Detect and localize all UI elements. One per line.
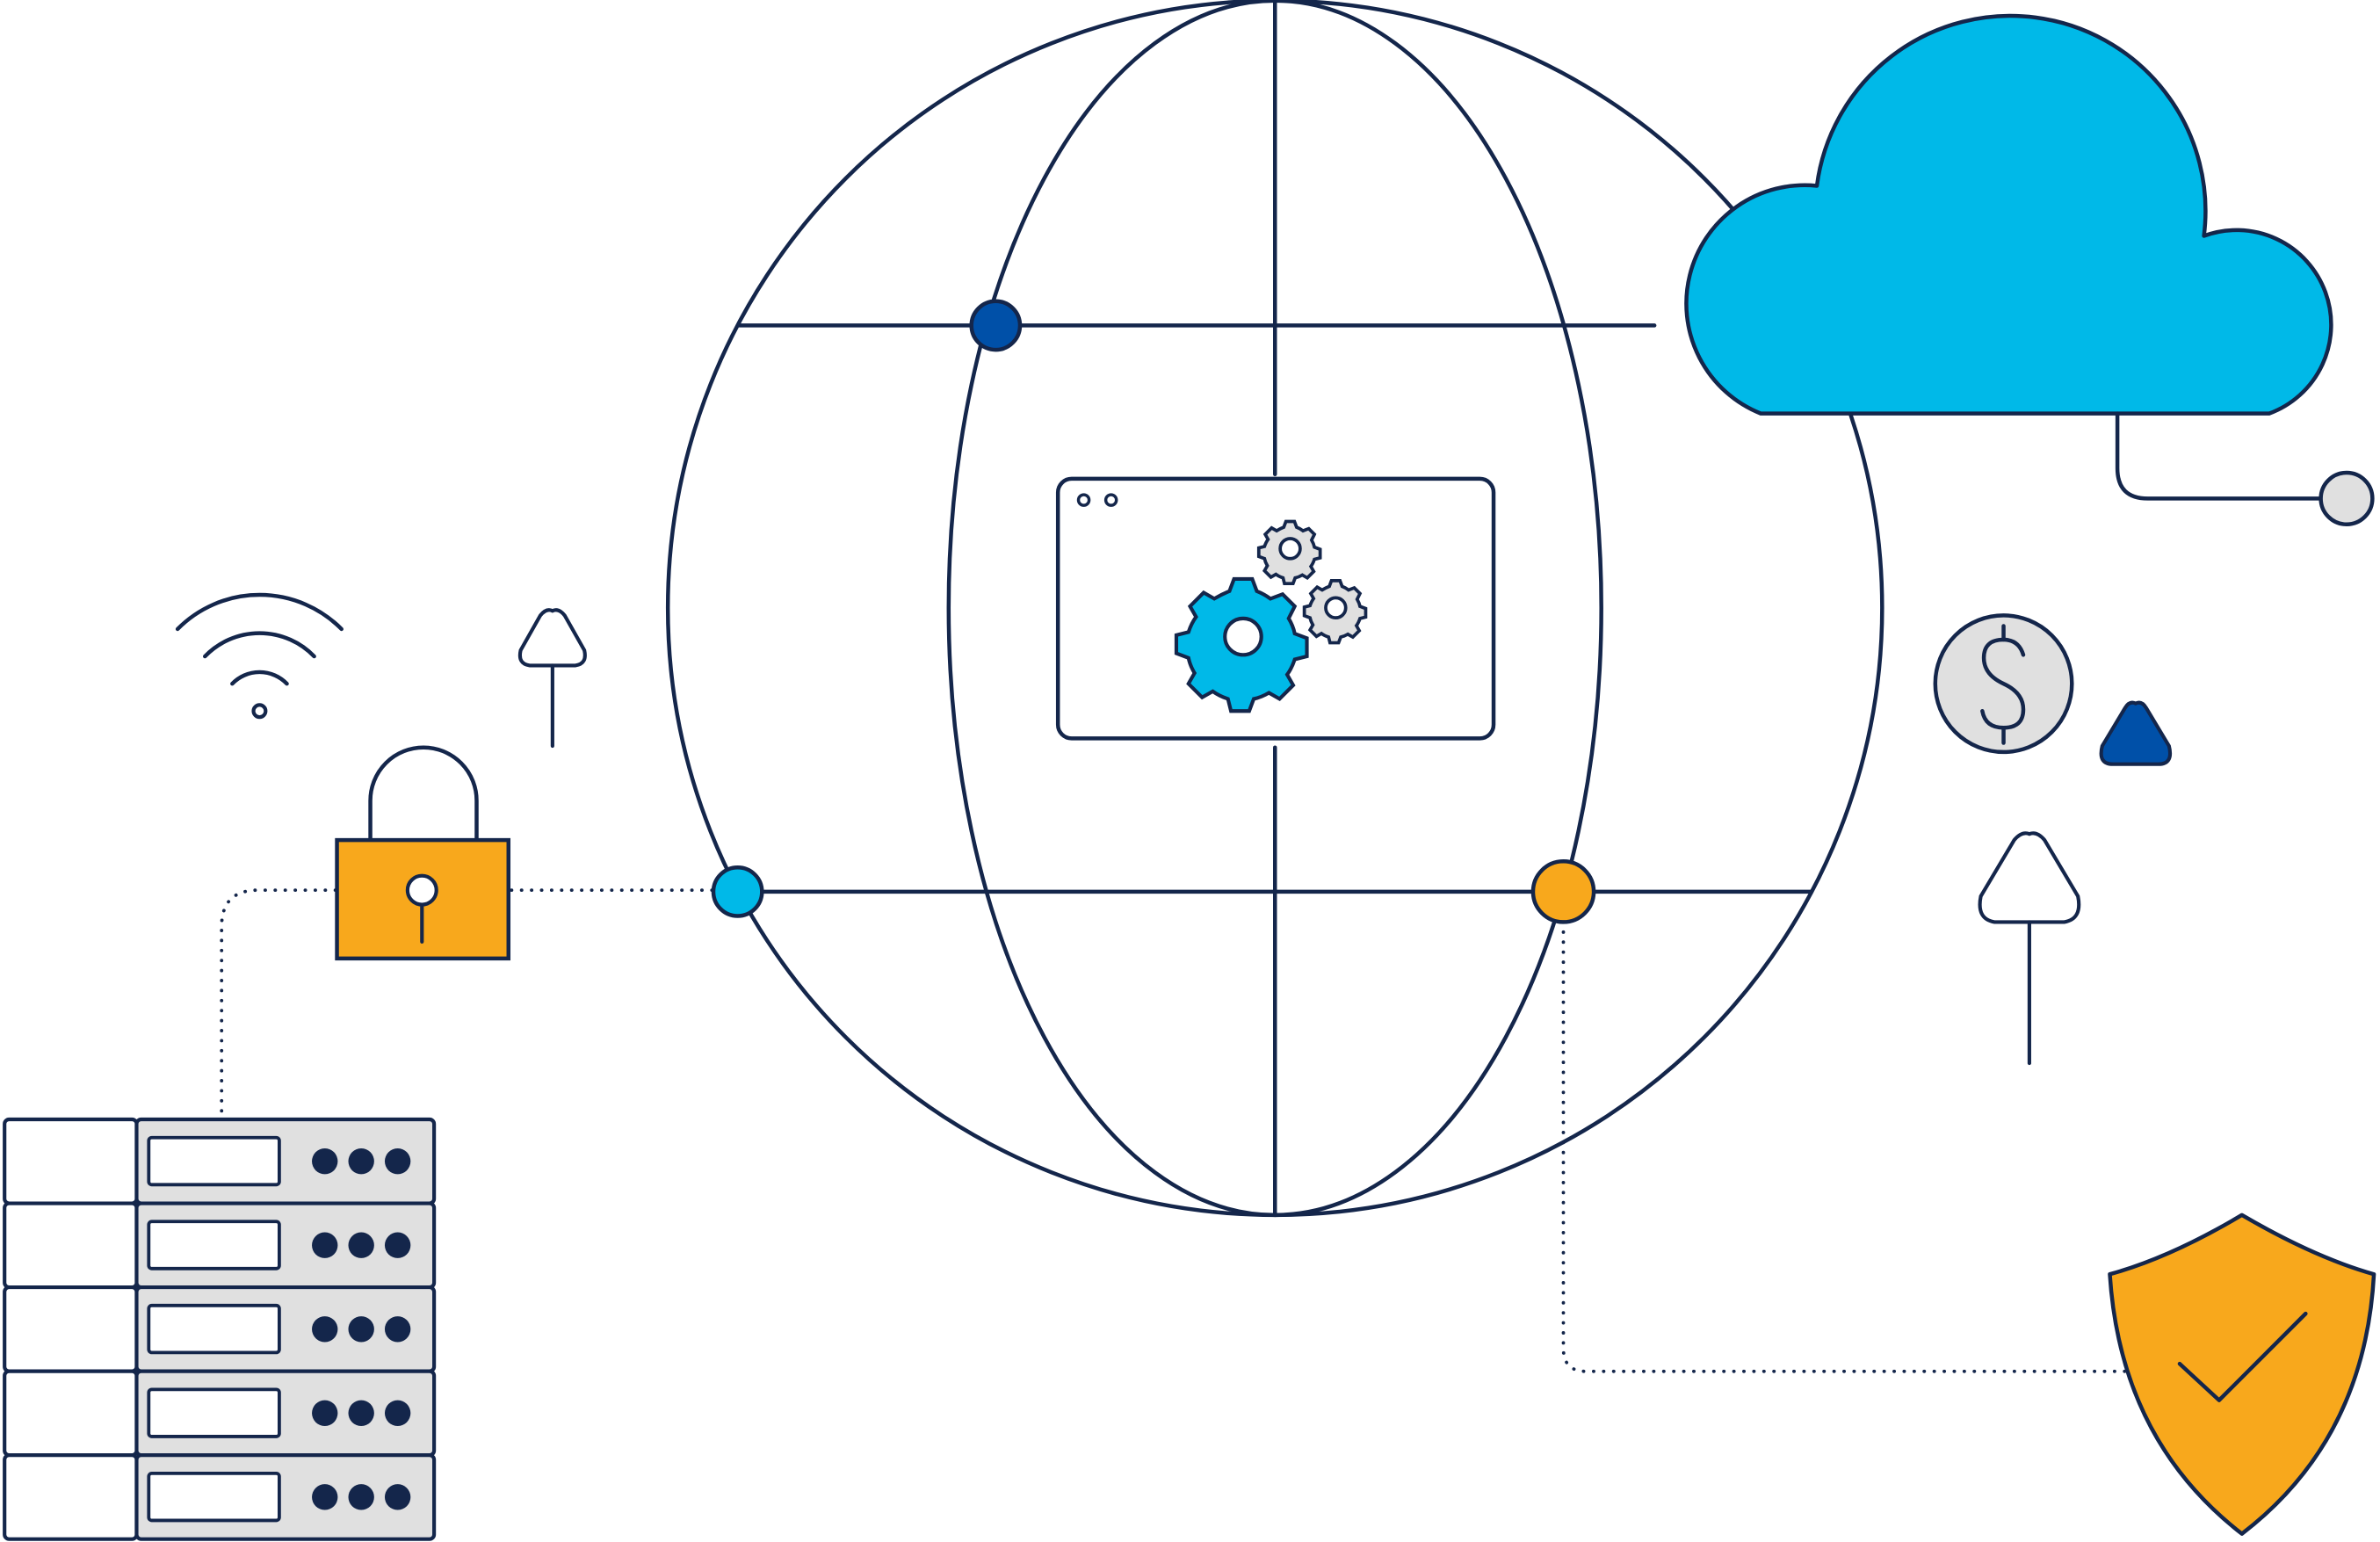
server-unit	[3, 1453, 437, 1541]
server-unit	[3, 1285, 437, 1373]
gear-icon	[1256, 519, 1322, 586]
arrow-up-icon[interactable]	[1978, 831, 2081, 1066]
arrow-up-icon[interactable]	[517, 608, 587, 749]
network-node-icon[interactable]	[1530, 859, 1596, 924]
dotted-connectors	[220, 888, 2127, 1373]
gear-icon	[1176, 579, 1307, 711]
dollar-coin-icon	[1933, 613, 2074, 755]
triangle-icon	[2099, 700, 2173, 766]
app-window	[1055, 476, 1496, 741]
gear-icon	[1302, 579, 1368, 645]
server-rack-icon	[3, 1117, 437, 1541]
server-unit	[3, 1201, 437, 1290]
server-unit	[3, 1369, 437, 1458]
server-unit	[3, 1117, 437, 1205]
padlock-icon	[335, 745, 511, 961]
network-node-icon[interactable]	[711, 865, 764, 918]
network-node-icon[interactable]	[969, 299, 1023, 352]
shield-check-icon	[2108, 1213, 2376, 1536]
globe-icon	[666, 0, 1884, 1218]
wifi-icon	[175, 592, 344, 720]
network-node-icon[interactable]	[2319, 470, 2375, 526]
cloud-icon	[1684, 13, 2375, 526]
